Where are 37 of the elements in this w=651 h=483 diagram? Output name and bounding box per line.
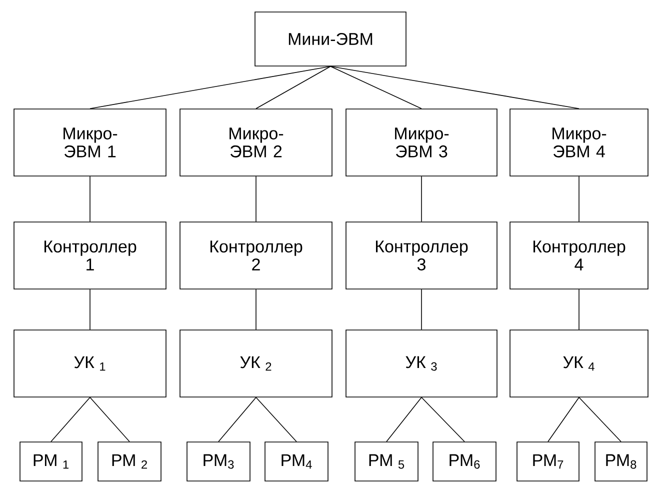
unit-box: УК $_{2}$ [180, 330, 332, 398]
connector-line [421, 289, 422, 330]
connector-line [90, 66, 331, 109]
computer-box: Микро-ЭВМ 4 [510, 108, 648, 176]
connector-line [330, 66, 422, 109]
connector-line [548, 397, 580, 442]
workstation-box: РМ $_{5}$ [354, 442, 418, 482]
connector-line [90, 397, 130, 442]
connector-line [50, 397, 90, 442]
connector-line [421, 397, 465, 442]
computer-box: Микро-ЭВМ 2 [180, 108, 332, 176]
workstation-box: РМ$_{8}$ [594, 442, 648, 482]
workstation-box: РМ $_{2}$ [98, 442, 162, 482]
workstation-box: РМ$_{7}$ [516, 442, 580, 482]
workstation-box: РМ$_{6}$ [432, 442, 496, 482]
connector-line [256, 66, 331, 109]
unit-box: УК $_{4}$ [510, 330, 648, 398]
controller-box: Контроллер 3 [346, 222, 498, 290]
computer-box: Мини-ЭВМ [254, 12, 406, 66]
workstation-box: РМ $_{1}$ [20, 442, 82, 482]
connector-line [386, 397, 422, 442]
computer-box: Микро-ЭВМ 1 [14, 108, 166, 176]
controller-box: Контроллер 4 [510, 222, 648, 290]
controller-box: Контроллер 1 [14, 222, 166, 290]
connector-line [578, 397, 622, 442]
connector-line [218, 397, 256, 442]
unit-box: УК $_{3}$ [346, 330, 498, 398]
workstation-box: РМ$_{4}$ [264, 442, 328, 482]
connector-line [330, 66, 580, 109]
connector-line [578, 176, 580, 222]
workstation-box: РМ$_{3}$ [186, 442, 250, 482]
connector-line [421, 176, 422, 222]
computer-box: Микро-ЭВМ 3 [346, 108, 498, 176]
connector-line [256, 397, 297, 442]
unit-box: УК $_{1}$ [14, 330, 166, 398]
connector-line [578, 289, 580, 330]
controller-box: Контроллер 2 [180, 222, 332, 290]
